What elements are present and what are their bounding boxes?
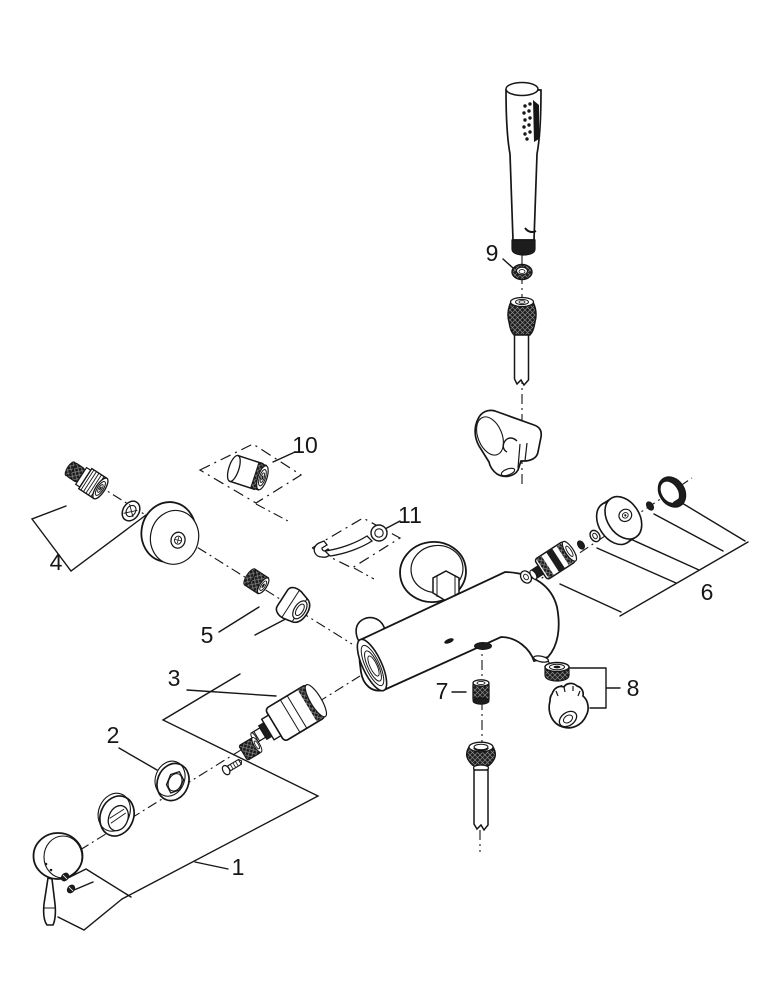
mousseur-and-diverter-8 — [544, 661, 589, 729]
insert-and-nut-5 — [243, 568, 311, 624]
hand-shower — [505, 81, 542, 256]
part-label-6: 6 — [701, 579, 714, 605]
part-label-7: 7 — [436, 678, 449, 704]
seal-ring-9 — [511, 263, 533, 281]
outlet-cartridge — [529, 540, 578, 580]
shower-hose-cone — [511, 239, 536, 256]
wall-flange — [399, 541, 467, 603]
option-box-10 — [198, 443, 303, 504]
union-washer — [121, 500, 141, 522]
handle-cap — [32, 832, 84, 880]
cartridge — [250, 683, 328, 744]
union-nut — [275, 586, 311, 624]
extension-adapter-10 — [226, 454, 269, 491]
cartridge-nut — [238, 736, 263, 761]
s-union — [64, 461, 109, 500]
spout-opening — [532, 655, 550, 663]
cartridge-screw — [221, 758, 243, 776]
part-labels: 1 2 3 4 5 6 7 8 9 10 11 — [50, 240, 714, 880]
part-label-10: 10 — [292, 432, 318, 458]
cap-ring — [154, 760, 190, 802]
cartridge-group-3 — [221, 683, 328, 776]
part-label-1: 1 — [232, 854, 245, 880]
body-and-spout — [358, 571, 560, 692]
friction-ring — [97, 792, 135, 837]
outlet-cap — [657, 476, 687, 508]
outlet-escutcheon — [595, 495, 643, 546]
handle-lever — [42, 877, 57, 926]
hose-upper-nut — [507, 296, 537, 336]
wrench-tool-11 — [313, 524, 388, 558]
handle-set-screws — [60, 872, 76, 894]
shower-hose-upper — [513, 334, 530, 387]
s-union-group-4 — [64, 461, 200, 565]
mixer-body — [355, 571, 560, 692]
part-label-9: 9 — [486, 240, 499, 266]
check-valve-7 — [472, 679, 490, 705]
ring-group-2 — [97, 760, 190, 837]
part-label-5: 5 — [201, 622, 214, 648]
filter-insert — [243, 568, 270, 595]
part-label-4: 4 — [50, 549, 63, 575]
body-logo-mark — [444, 638, 454, 644]
part-label-11: 11 — [398, 502, 422, 528]
shower-hose-lower — [473, 769, 489, 832]
part-label-3: 3 — [168, 665, 181, 691]
spray-nozzles — [522, 102, 532, 141]
spray-face — [533, 100, 539, 142]
union-escutcheon — [140, 501, 200, 565]
hose-lower-nut — [466, 741, 496, 772]
body-bottom-boss — [474, 642, 492, 650]
part-label-8: 8 — [627, 675, 640, 701]
outlet-valve-group-6 — [519, 476, 687, 584]
part-label-2: 2 — [107, 722, 120, 748]
leader-lines — [30, 258, 749, 931]
option-box-11 — [310, 517, 402, 569]
lever-handle-1 — [32, 832, 84, 926]
shower-wall-holder — [474, 409, 543, 478]
